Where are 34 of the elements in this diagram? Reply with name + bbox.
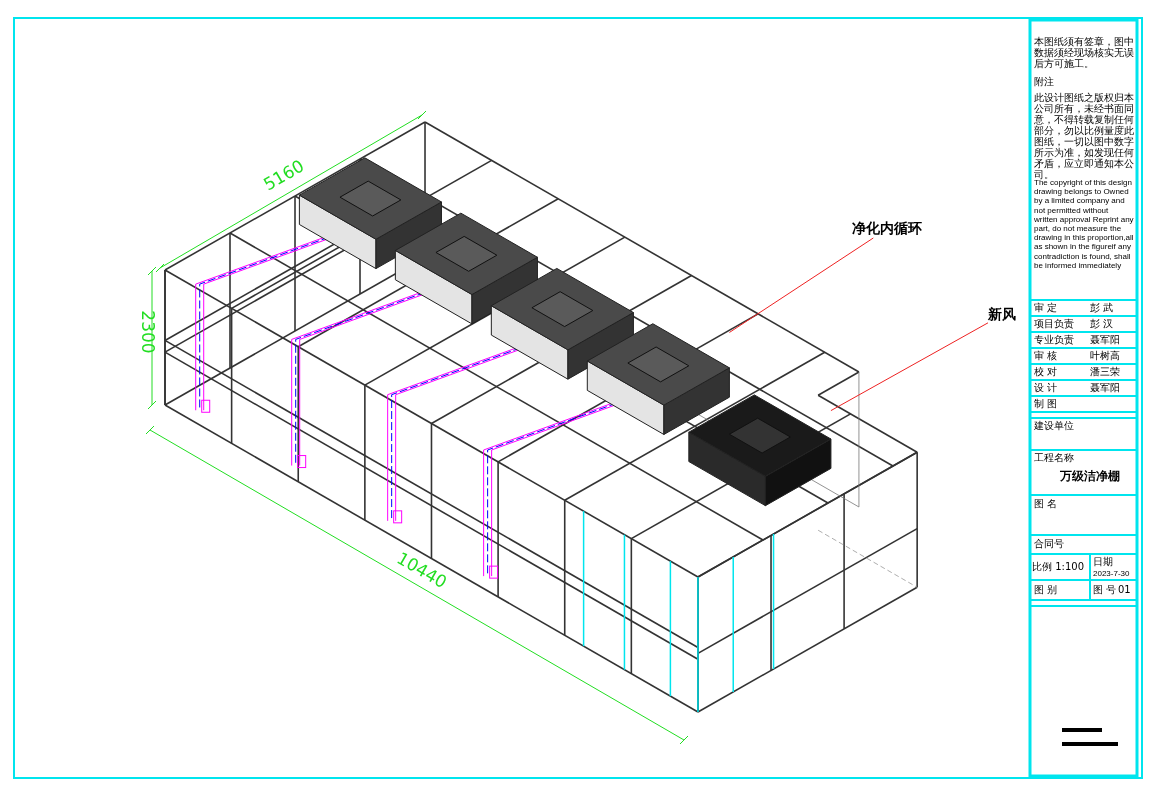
role-label: 项目负责 [1034, 318, 1075, 329]
field-label: 图 名 [1034, 498, 1059, 509]
leader-line [728, 237, 874, 333]
notes-heading: 附注 [1034, 76, 1055, 87]
signature-name: 聂军阳 [1090, 334, 1121, 345]
field-label: 图 号 [1093, 584, 1117, 595]
role-label: 审 定 [1034, 302, 1059, 313]
role-label: 审 核 [1034, 350, 1059, 361]
dimension-text: 2300 [137, 310, 158, 354]
fresh-air-unit [688, 394, 832, 507]
callout-label: 净化内循环 [852, 220, 922, 238]
copyright-notice: 此设计图纸之版权归本公司所有，未经书面同意，不得转载复制任何部分，勿以比例量度此图纸，一切以图中数字所示为准，如发现任何矛盾，应立即通知本公司。 [1034, 92, 1134, 180]
field-label: 日期 [1093, 556, 1114, 567]
date-text: 2023-7-30 [1093, 569, 1131, 579]
scale-text: 比例 1:100 [1032, 561, 1085, 572]
signature-name: 彭 汉 [1090, 318, 1115, 329]
signature-name: 聂军阳 [1090, 382, 1121, 393]
signature-name: 潘三荣 [1090, 366, 1121, 377]
field-label: 工程名称 [1034, 452, 1075, 463]
project-name: 万级洁净棚 [1060, 470, 1121, 484]
signature-name: 叶树高 [1090, 350, 1121, 361]
notes-text: 本图纸须有签章，图中数据须经现场核实无误后方可施工。 [1034, 36, 1134, 69]
callout-label: 新风 [988, 306, 1016, 324]
sheet-number: 01 [1118, 584, 1132, 595]
role-label: 校 对 [1034, 366, 1059, 377]
field-label: 合同号 [1034, 538, 1065, 549]
role-label: 专业负责 [1034, 334, 1075, 345]
signature-name: 彭 武 [1090, 302, 1115, 313]
field-label: 建设单位 [1034, 420, 1075, 431]
role-label: 制 图 [1034, 398, 1059, 409]
leader-line [830, 322, 989, 412]
field-label: 图 别 [1034, 584, 1059, 595]
air-handling-unit [586, 323, 730, 435]
role-label: 设 计 [1034, 382, 1059, 393]
